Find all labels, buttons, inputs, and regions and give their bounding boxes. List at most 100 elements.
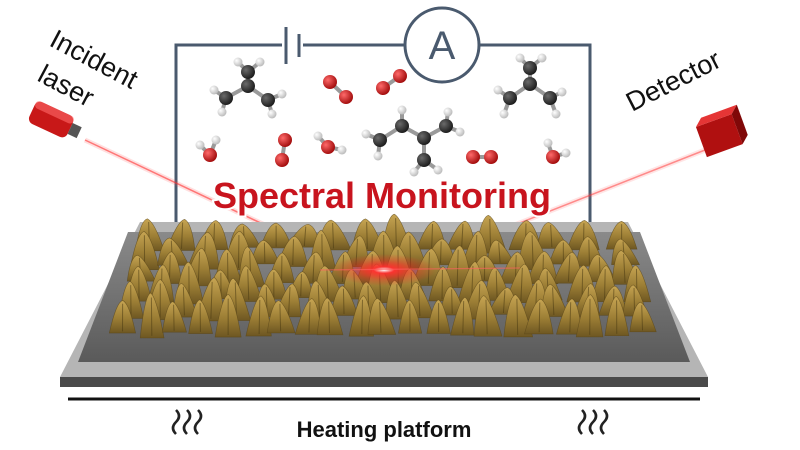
carbon-atom [395, 119, 409, 133]
detector-label: Detector [621, 44, 726, 117]
nanoflake-fold [550, 224, 553, 248]
oxygen-atom [203, 148, 217, 162]
nanoflake-fold [440, 241, 442, 264]
oxygen-atom [484, 150, 498, 164]
hydrogen-atom [561, 148, 571, 158]
hydrogen-atom [255, 57, 265, 67]
heating-platform-label: Heating platform [297, 417, 472, 442]
heat-wave-stroke [171, 409, 181, 435]
nanoflake-fold [520, 267, 523, 301]
hydrogen-atom [397, 105, 407, 115]
laser-pointer-icon [28, 101, 82, 139]
oxygen-atom [466, 150, 480, 164]
nanoflake-fold [247, 269, 250, 300]
hydrogen-atom [515, 53, 525, 63]
nanoflake [487, 239, 516, 265]
carbon-atom [523, 61, 537, 75]
oxygen-atom [323, 75, 337, 89]
nanoflake-fold [332, 222, 335, 249]
nanoflake-fold [495, 270, 498, 299]
nanoflake-fold [498, 242, 501, 263]
nanoflake-fold [552, 287, 555, 315]
carbon-atom [417, 131, 431, 145]
hydrogen-atom [217, 107, 227, 117]
hydrogen-atom [373, 151, 383, 161]
nanoflake [540, 283, 570, 317]
hydrogen-atom [209, 85, 219, 95]
carbon-atom [503, 91, 517, 105]
nanoflake-fold [451, 289, 453, 314]
nanoflake-fold [366, 222, 368, 250]
nanoflake-fold [531, 235, 534, 268]
nanoflake-fold [588, 239, 590, 265]
nanoflake [250, 239, 280, 265]
hydrogen-atom [455, 127, 465, 137]
nanoflake-fold [396, 284, 399, 318]
nanoflake-fold [288, 287, 291, 316]
nanoflake-fold [300, 274, 302, 297]
nanoflake-fold [182, 286, 185, 316]
nanoflake-fold [312, 255, 315, 282]
nanoflake-fold [173, 304, 175, 331]
oxygen-atom [321, 140, 335, 154]
nanoflake-fold [489, 219, 492, 252]
nanoflake [450, 296, 475, 336]
detector-box-icon [695, 104, 748, 158]
hydrogen-atom [337, 145, 347, 155]
hydrogen-atom [493, 85, 503, 95]
nanoflake-fold [462, 301, 465, 334]
heat-wave-stroke [193, 409, 203, 435]
spectral-monitoring-title: Spectral Monitoring [213, 175, 551, 216]
nanoflake-fold [502, 290, 506, 314]
nanoflake [524, 298, 554, 335]
oxygen-atom [278, 133, 292, 147]
nanoflake-fold [258, 299, 261, 335]
nanoflake [316, 297, 344, 336]
nanoflake-fold [456, 249, 459, 286]
hydrogen-atom [409, 167, 419, 177]
nanoflake [139, 292, 165, 339]
nanoflake [266, 300, 296, 334]
nanoflake-fold [417, 285, 421, 317]
nanoflake-fold [181, 222, 184, 249]
oxygen-atom [339, 90, 353, 104]
oxygen-atom [546, 150, 560, 164]
hydrogen-atom [537, 53, 547, 63]
nanoflake [330, 285, 359, 316]
carbon-atom [523, 77, 537, 91]
heat-wave-stroke [599, 409, 609, 435]
hydrogen-atom [233, 57, 243, 67]
nanoflake-fold [538, 302, 541, 333]
hydrogen-atom [313, 131, 323, 141]
nanoflake-fold [379, 301, 382, 333]
heat-wave-icon [171, 409, 203, 435]
ammeter-label: A [429, 24, 456, 68]
nanoflake [473, 295, 503, 337]
oxygen-atom [275, 153, 289, 167]
hydrogen-atom [361, 129, 371, 139]
nanoflake-fold [516, 298, 519, 335]
nanoflake-fold [604, 269, 606, 300]
carbon-atom [543, 91, 557, 105]
carbon-atom [417, 153, 431, 167]
hydrogen-atom [443, 107, 453, 117]
nanoflake-fold [303, 226, 307, 247]
nanoflake-fold [641, 305, 644, 331]
hydrogen-atom [557, 87, 567, 97]
hydrogen-atom [551, 109, 561, 119]
hydrogen-atom [433, 165, 443, 175]
nanoflake [367, 297, 397, 335]
carbon-atom [241, 65, 255, 79]
nanoflake-fold [279, 303, 282, 332]
hydrogen-atom [211, 135, 221, 145]
hydrogen-atom [195, 140, 205, 150]
nanoflake-fold [317, 284, 321, 317]
nanoflake-fold [567, 255, 571, 282]
nanoflake-fold [623, 253, 626, 283]
nanoflake [629, 301, 657, 333]
nanoflake-fold [308, 302, 311, 333]
circuit [174, 6, 592, 222]
hydrogen-atom [277, 89, 287, 99]
